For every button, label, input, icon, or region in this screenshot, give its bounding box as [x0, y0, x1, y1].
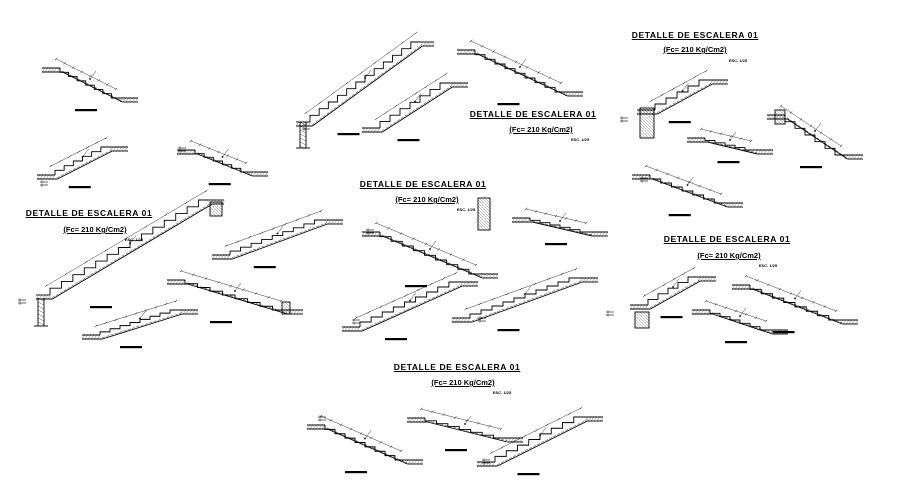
level-marker-40: [352, 318, 360, 325]
stair-section-25: [451, 267, 598, 332]
detail-scale-1: ESC. 1/25: [728, 58, 748, 63]
level-marker-43: [318, 415, 326, 422]
stair-section-7: [456, 39, 583, 106]
level-marker-33: [40, 180, 48, 187]
stair-section-2: [36, 136, 128, 189]
detail-concrete-6: (Fc= 210 Kg/Cm2): [431, 378, 495, 387]
detail-title-5: DETALLE DE ESCALERA 01: [663, 234, 791, 244]
detail-scale-4: ESC. 1/25: [124, 237, 144, 242]
level-marker-34: [178, 146, 186, 153]
support-column-16: [209, 201, 223, 217]
wall-stub-14: [34, 297, 48, 327]
stair-section-1: [41, 57, 138, 112]
stair-section-17: [211, 209, 343, 269]
stair-section-20: [81, 299, 198, 349]
stair-section-6: [361, 72, 468, 142]
detail-title-3: DETALLE DE ESCALERA 01: [359, 179, 487, 189]
detail-scale-5: ESC. 1/25: [758, 263, 778, 268]
detail-title-1: DETALLE DE ESCALERA 01: [631, 30, 759, 40]
stair-section-21: [361, 221, 498, 288]
stair-section-23: [511, 207, 608, 246]
level-marker-44: [482, 458, 490, 465]
stair-section-30: [306, 414, 423, 474]
stair-section-32: [476, 406, 603, 476]
detail-concrete-2: (Fc= 210 Kg/Cm2): [509, 125, 573, 134]
level-marker-39: [366, 228, 374, 235]
stair-section-10: [686, 127, 773, 164]
detail-title-2: DETALLE DE ESCALERA 01: [469, 109, 597, 119]
support-column-22: [477, 197, 491, 231]
stair-section-12: [766, 104, 863, 169]
detail-scale-3: ESC. 1/25: [456, 207, 476, 212]
stair-section-9: [636, 69, 728, 124]
stair-section-13: [631, 164, 743, 217]
stair-section-24: [341, 271, 478, 341]
detail-concrete-5: (Fc= 210 Kg/Cm2): [697, 251, 761, 260]
stair-section-28: [691, 299, 788, 344]
stair-section-29: [731, 274, 858, 334]
detail-scale-2: ESC. 1/25: [570, 137, 590, 142]
detail-concrete-4: (Fc= 210 Kg/Cm2): [63, 225, 127, 234]
detail-title-4: DETALLE DE ESCALERA 01: [25, 208, 153, 218]
level-marker-35: [302, 124, 310, 131]
level-marker-36: [620, 116, 628, 123]
support-column-26: [634, 311, 650, 329]
detail-title-6: DETALLE DE ESCALERA 01: [393, 362, 521, 372]
stair-section-5: [295, 31, 435, 136]
level-marker-37: [640, 176, 648, 183]
detail-concrete-1: (Fc= 210 Kg/Cm2): [663, 45, 727, 54]
level-marker-38: [18, 298, 26, 305]
detail-concrete-3: (Fc= 210 Kg/Cm2): [395, 195, 459, 204]
stair-section-3: [176, 139, 268, 186]
stair-section-31: [406, 407, 523, 452]
support-column-8: [639, 107, 655, 139]
detail-scale-6: ESC. 1/25: [492, 390, 512, 395]
level-marker-42: [606, 310, 614, 317]
stair-section-27: [629, 266, 716, 319]
stair-section-18: [166, 269, 303, 324]
support-column-19: [281, 301, 291, 315]
level-marker-41: [478, 316, 486, 323]
